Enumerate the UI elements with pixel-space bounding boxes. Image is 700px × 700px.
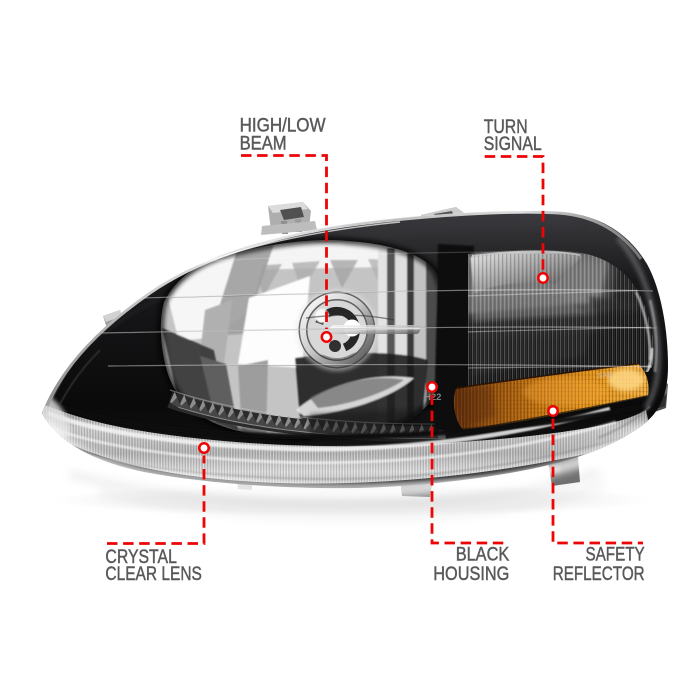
label-turn-signal-line2: SIGNAL bbox=[484, 134, 542, 155]
marker-high-low-beam bbox=[320, 331, 333, 343]
leader-lines bbox=[107, 154, 643, 545]
label-safety-reflector-line1: SAFETY bbox=[586, 545, 645, 566]
label-crystal-clear-lens: CRYSTAL CLEAR LENS bbox=[105, 547, 202, 585]
marker-crystal-clear-lens bbox=[198, 442, 210, 454]
label-black-housing: BLACK HOUSING bbox=[433, 544, 510, 585]
label-turn-signal-line1: TURN bbox=[484, 117, 528, 138]
amber-reflector bbox=[453, 363, 649, 432]
chrome-trim bbox=[45, 210, 643, 407]
marker-black-housing bbox=[426, 381, 438, 393]
leader-black-housing bbox=[430, 394, 509, 545]
label-black-housing-line1: BLACK bbox=[456, 545, 510, 566]
label-black-housing-line2: HOUSING bbox=[433, 564, 509, 585]
leader-crystal-clear-lens bbox=[107, 455, 206, 545]
bulb-assembly bbox=[296, 289, 420, 371]
label-safety-reflector: SAFETY REFLECTOR bbox=[552, 544, 645, 585]
leader-turn-signal bbox=[484, 155, 545, 271]
label-safety-reflector-line2: REFLECTOR bbox=[553, 564, 645, 585]
lens-stamp-marking: SAE bbox=[597, 371, 612, 380]
label-crystal-clear-lens-line1: CRYSTAL bbox=[105, 547, 176, 568]
label-turn-signal: TURN SIGNAL bbox=[483, 117, 542, 156]
callout-labels: HIGH/LOW BEAM TURN SIGNAL CRYSTAL CLEAR … bbox=[105, 115, 645, 585]
lens-rib-lines bbox=[101, 251, 658, 368]
mounting-tab-left bbox=[261, 202, 317, 235]
label-high-low-beam: HIGH/LOW BEAM bbox=[239, 115, 326, 155]
marker-safety-reflector bbox=[547, 405, 559, 417]
frosted-lens-band bbox=[42, 393, 652, 484]
leader-markers bbox=[198, 272, 559, 454]
floor-reflection bbox=[38, 420, 654, 522]
label-crystal-clear-lens-line2: CLEAR LENS bbox=[105, 564, 201, 585]
label-high-low-beam-line2: BEAM bbox=[240, 134, 287, 155]
leader-safety-reflector bbox=[551, 418, 643, 545]
marker-turn-signal bbox=[537, 272, 549, 284]
leader-high-low-beam bbox=[241, 154, 328, 329]
label-high-low-beam-line1: HIGH/LOW bbox=[240, 116, 326, 137]
